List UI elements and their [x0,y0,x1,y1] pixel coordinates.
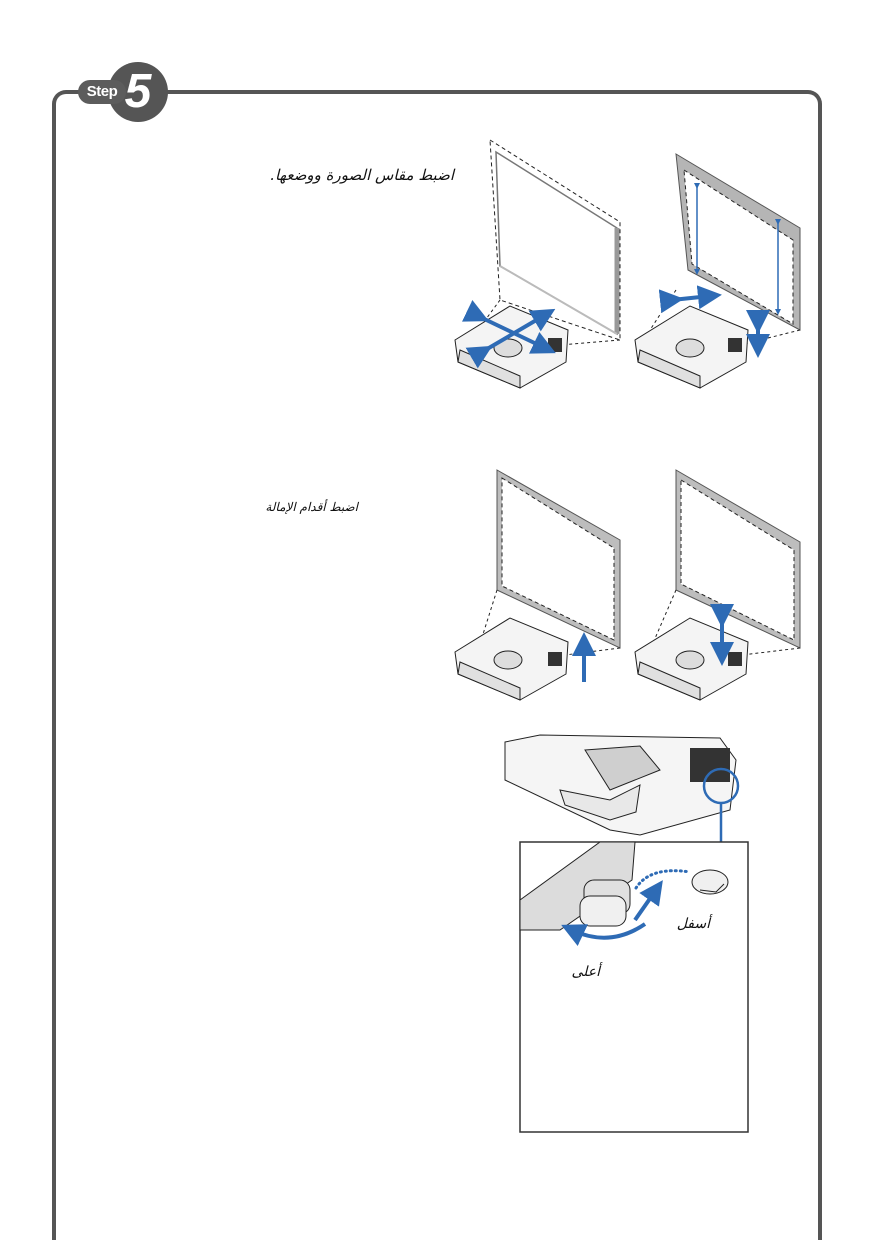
foot-detail-box [520,842,748,1132]
label-down: أسفل [660,916,710,932]
illustration-lens-shift [635,154,800,388]
label-up: أعلى [540,964,600,980]
illustration-zoom [455,140,620,388]
illustration-foot-closeup [505,735,738,842]
illustration-tilt-left [455,470,620,700]
illustration-tilt-right [635,470,800,700]
